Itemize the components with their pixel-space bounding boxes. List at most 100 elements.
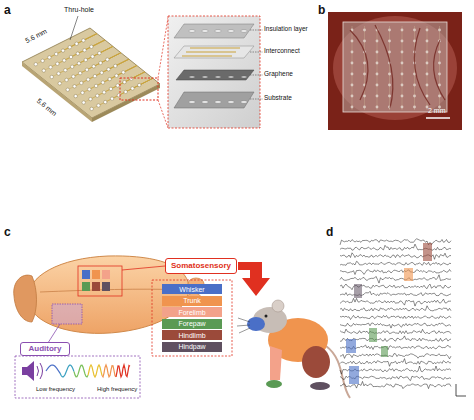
interconnect-wire xyxy=(75,59,129,86)
interconnect-wire xyxy=(85,40,105,50)
electrode-hole xyxy=(116,84,119,87)
rect-shape xyxy=(423,243,432,261)
electrode-array xyxy=(22,28,160,122)
electrode-hole xyxy=(90,45,93,48)
signal-trace xyxy=(340,345,451,350)
electrode-hole xyxy=(55,52,58,55)
electrode-hole xyxy=(61,49,64,52)
electrode-hole xyxy=(115,74,118,77)
array-grid xyxy=(351,26,441,110)
interconnect-wire xyxy=(90,72,144,99)
hindpaw-part xyxy=(310,382,330,390)
interconnect-wire xyxy=(43,34,97,61)
plate-edge xyxy=(22,62,92,122)
interconnect-wire xyxy=(80,53,121,73)
array-film xyxy=(343,22,447,112)
scale-bar xyxy=(456,384,466,396)
wave-segment xyxy=(116,365,130,377)
layer-label: Interconnect xyxy=(264,48,300,55)
rect-shape xyxy=(369,328,377,342)
exploded-view xyxy=(168,16,263,128)
electrode-hole xyxy=(77,62,80,65)
electrode-hole xyxy=(82,39,85,42)
node-text: Forelimb xyxy=(178,309,205,316)
signal-trace xyxy=(340,298,451,306)
electrode-hole xyxy=(86,78,89,81)
signal-trace xyxy=(340,329,451,334)
interconnect-wire xyxy=(71,40,105,57)
wave-segment xyxy=(88,365,102,377)
body-part-box: Whisker xyxy=(162,284,222,294)
cerebellum xyxy=(14,275,37,322)
electrode-holes xyxy=(34,39,141,111)
panel-label: d xyxy=(326,226,333,238)
interconnect-wire xyxy=(102,59,129,73)
interconnect-wire xyxy=(115,59,129,66)
brain-tissue xyxy=(333,16,457,120)
electrode-hole xyxy=(49,65,52,68)
zoom-box xyxy=(120,78,158,100)
layer-label: Substrate xyxy=(264,95,292,102)
interconnect-wire xyxy=(110,66,137,80)
tail xyxy=(326,346,350,398)
scale-label: 2 mm xyxy=(428,107,446,114)
electrode-hole xyxy=(56,62,59,65)
electrode-hole xyxy=(82,101,85,104)
electrode-hole xyxy=(58,82,61,85)
array-plate xyxy=(22,28,160,118)
interconnect-wire xyxy=(132,78,152,88)
electrode-hole xyxy=(92,65,95,68)
photo-trace xyxy=(427,26,428,110)
interconnect-wire xyxy=(65,46,113,70)
layer-hole xyxy=(189,101,195,104)
electrode-hole xyxy=(96,94,99,97)
interconnect-wire xyxy=(81,59,129,83)
forelimb-area xyxy=(102,270,110,279)
region-box: Auditory xyxy=(20,342,70,356)
interconnect-wire xyxy=(52,46,113,77)
interconnect-wire xyxy=(123,66,137,73)
plate-edge xyxy=(92,84,160,122)
ecog-traces xyxy=(340,239,451,389)
interconnect-layer xyxy=(174,46,254,58)
electrode-hole xyxy=(100,71,103,74)
layer-hole xyxy=(202,76,208,78)
electrode-hole xyxy=(90,107,93,110)
interconnect-wire xyxy=(88,59,129,79)
brain-photo xyxy=(328,12,462,130)
polygon-shape xyxy=(27,361,34,381)
path-shape xyxy=(37,363,43,379)
interconnect-wire xyxy=(98,78,152,105)
electrode-hole xyxy=(131,87,134,90)
interconnect-wires xyxy=(36,34,153,109)
zoom-line xyxy=(158,18,168,78)
node-text: Whisker xyxy=(179,286,204,293)
electrode-hole xyxy=(62,59,65,62)
signal-trace xyxy=(340,261,451,265)
interconnect-wire xyxy=(73,53,121,77)
interconnect-wire xyxy=(86,46,113,60)
interconnect-wire xyxy=(126,78,153,92)
electrode-hole xyxy=(80,81,83,84)
rect-shape xyxy=(349,366,359,384)
node-text: Hindlimb xyxy=(178,332,205,339)
leader-line xyxy=(70,16,78,40)
body-part-box: Hindpaw xyxy=(162,342,222,352)
interconnect-wire xyxy=(92,78,153,109)
ear xyxy=(272,300,284,312)
electrode-hole xyxy=(69,55,72,58)
electrode-hole xyxy=(97,104,100,107)
arrow-shape xyxy=(238,262,270,296)
wave-segment xyxy=(74,365,88,377)
interconnect-wire xyxy=(97,72,145,96)
interconnect-wire xyxy=(72,46,113,66)
electrode-hole xyxy=(57,72,60,75)
electrode-hole xyxy=(74,94,77,97)
node-text: Forepaw xyxy=(178,320,205,327)
interconnect-wire xyxy=(83,66,137,93)
interconnect-wire xyxy=(111,72,145,89)
blood-vessel xyxy=(350,25,445,108)
interconnect-wire xyxy=(87,53,121,70)
interconnect-wire xyxy=(56,34,97,54)
